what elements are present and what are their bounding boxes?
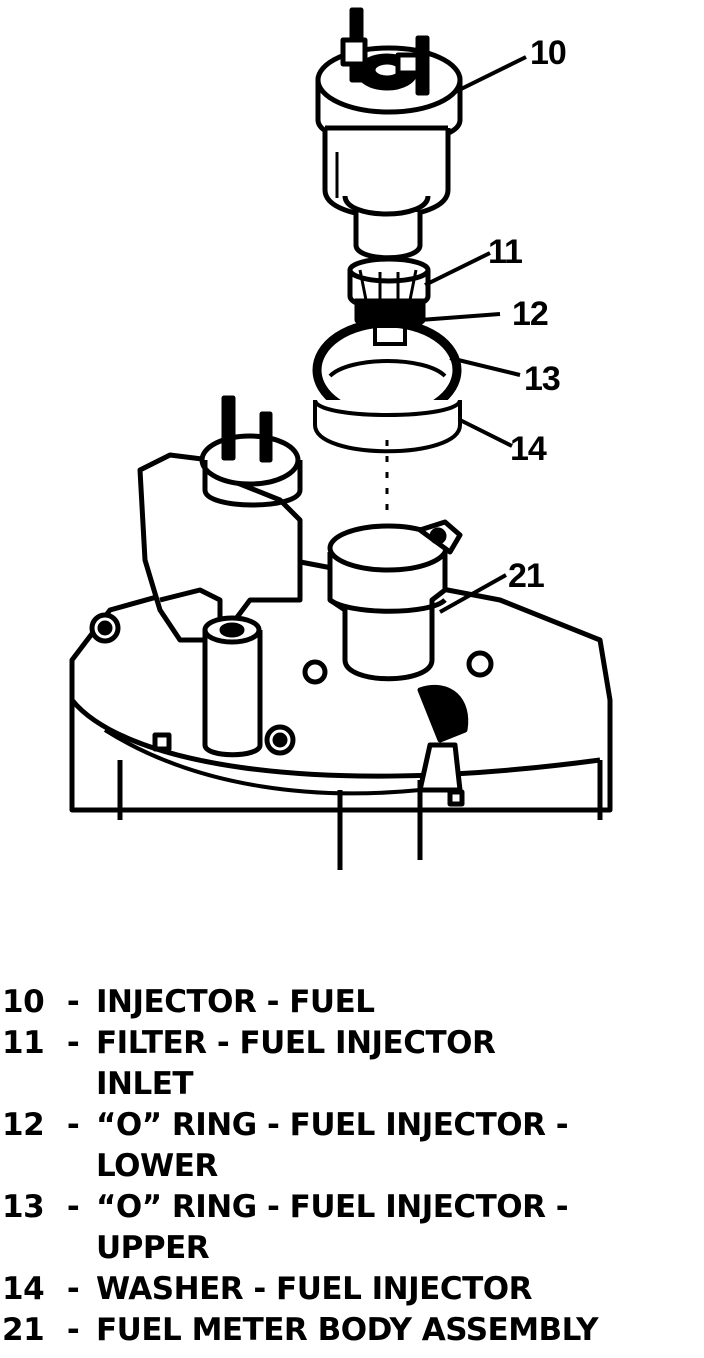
legend-item: 14 - WASHER - FUEL INJECTOR <box>0 1269 704 1310</box>
callout-11: 11 <box>488 233 522 271</box>
legend-item: 21 - FUEL METER BODY ASSEMBLY <box>0 1310 704 1351</box>
legend-separator: - <box>66 1312 80 1348</box>
injector-inlet-filter <box>347 256 431 311</box>
legend-item: 13 - “O” RING - FUEL INJECTOR - UPPER <box>0 1187 704 1269</box>
parts-legend: 10 - INJECTOR - FUEL 11 - FILTER - FUEL … <box>0 982 704 1351</box>
legend-item: 12 - “O” RING - FUEL INJECTOR - LOWER <box>0 1105 704 1187</box>
legend-description-line: FILTER - FUEL INJECTOR <box>96 1025 496 1061</box>
legend-description-line: FUEL METER BODY ASSEMBLY <box>96 1312 599 1348</box>
legend-description-line: INJECTOR - FUEL <box>96 984 375 1020</box>
legend-separator: - <box>66 1107 80 1143</box>
leader-lines <box>419 55 527 614</box>
legend-description: FUEL METER BODY ASSEMBLY <box>96 1310 704 1351</box>
legend-description-line: INLET <box>96 1066 194 1102</box>
legend-description: WASHER - FUEL INJECTOR <box>96 1269 704 1310</box>
legend-number: 14 <box>2 1271 45 1307</box>
legend-description-line: UPPER <box>96 1230 210 1266</box>
legend-separator: - <box>66 984 80 1020</box>
callout-10: 10 <box>530 34 566 72</box>
legend-description-line: “O” RING - FUEL INJECTOR - <box>96 1107 569 1143</box>
legend-separator: - <box>66 1271 80 1307</box>
fuel-injector <box>315 7 463 261</box>
legend-description-line: WASHER - FUEL INJECTOR <box>96 1271 532 1307</box>
legend-description: “O” RING - FUEL INJECTOR - UPPER <box>96 1187 704 1269</box>
callout-21: 21 <box>508 557 544 595</box>
exploded-injector-diagram: 10 11 12 13 14 21 <box>69 7 613 870</box>
legend-item: 10 - INJECTOR - FUEL <box>0 982 704 1023</box>
callout-12: 12 <box>512 295 548 333</box>
legend-number: 11 <box>2 1025 45 1061</box>
legend-description: FILTER - FUEL INJECTOR INLET <box>96 1023 704 1105</box>
legend-description: INJECTOR - FUEL <box>96 982 704 1023</box>
legend-number: 13 <box>2 1189 45 1225</box>
fuel-meter-body-assembly <box>69 395 613 870</box>
injector-washer <box>313 399 462 454</box>
legend-number: 12 <box>2 1107 45 1143</box>
legend-separator: - <box>66 1189 80 1225</box>
legend-item: 11 - FILTER - FUEL INJECTOR INLET <box>0 1023 704 1105</box>
callout-14: 14 <box>510 430 547 468</box>
legend-description-line: “O” RING - FUEL INJECTOR - <box>96 1189 569 1225</box>
legend-number: 10 <box>2 984 45 1020</box>
legend-number: 21 <box>2 1312 45 1348</box>
legend-description: “O” RING - FUEL INJECTOR - LOWER <box>96 1105 704 1187</box>
legend-description-line: LOWER <box>96 1148 218 1184</box>
legend-separator: - <box>66 1025 80 1061</box>
callout-13: 13 <box>524 360 560 398</box>
